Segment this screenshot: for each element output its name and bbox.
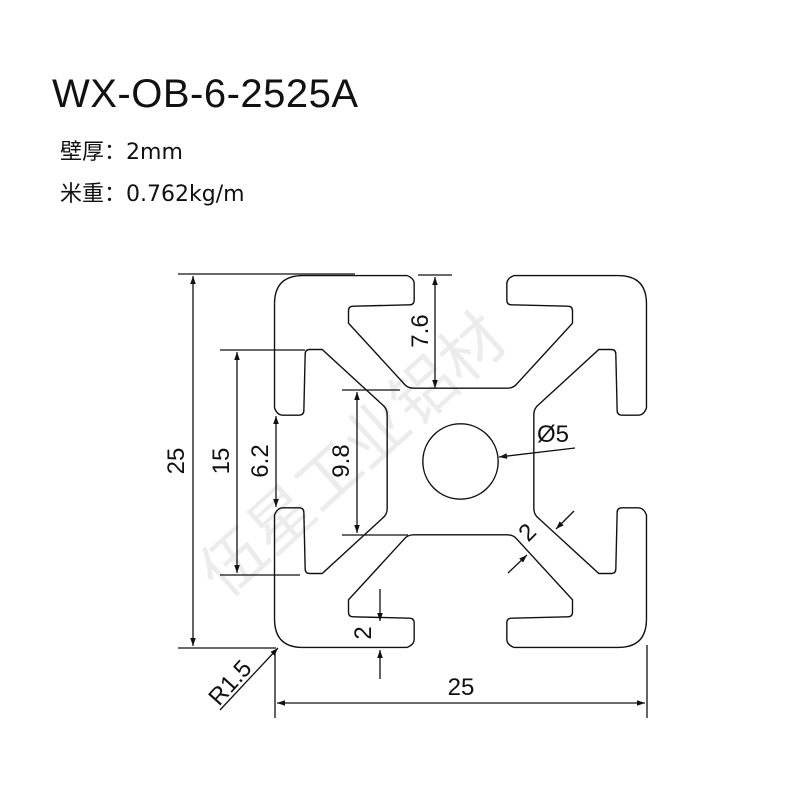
dim-corner-radius: R1.5 — [203, 655, 257, 711]
dimension-lines — [178, 273, 648, 718]
dim-lip-thickness: 2 — [350, 626, 377, 639]
dim-slot-outer-width: 15 — [208, 448, 235, 475]
dimension-labels: 25 15 6.2 9.8 7.6 Ø5 2 2 R1.5 25 — [163, 314, 569, 711]
center-hole — [422, 423, 499, 500]
dim-slot-depth: 7.6 — [407, 314, 434, 347]
weight-label: 米重： — [60, 182, 127, 207]
dim-center-hole: Ø5 — [537, 421, 569, 448]
dim-core-width: 9.8 — [328, 444, 355, 477]
weight-spec: 米重：0.762kg/m — [60, 176, 245, 208]
wall-thickness-value: 2mm — [126, 140, 183, 165]
dim-overall-height: 25 — [163, 448, 190, 475]
profile-outline — [273, 274, 648, 649]
wall-thickness-label: 壁厚： — [60, 140, 127, 165]
wall-thickness-spec: 壁厚：2mm — [60, 134, 183, 166]
weight-value: 0.762kg/m — [126, 182, 245, 207]
dim-web-thickness: 2 — [513, 518, 542, 547]
dim-slot-opening: 6.2 — [247, 444, 274, 477]
model-title: WX-OB-6-2525A — [52, 72, 359, 116]
dim-overall-width: 25 — [448, 674, 475, 701]
